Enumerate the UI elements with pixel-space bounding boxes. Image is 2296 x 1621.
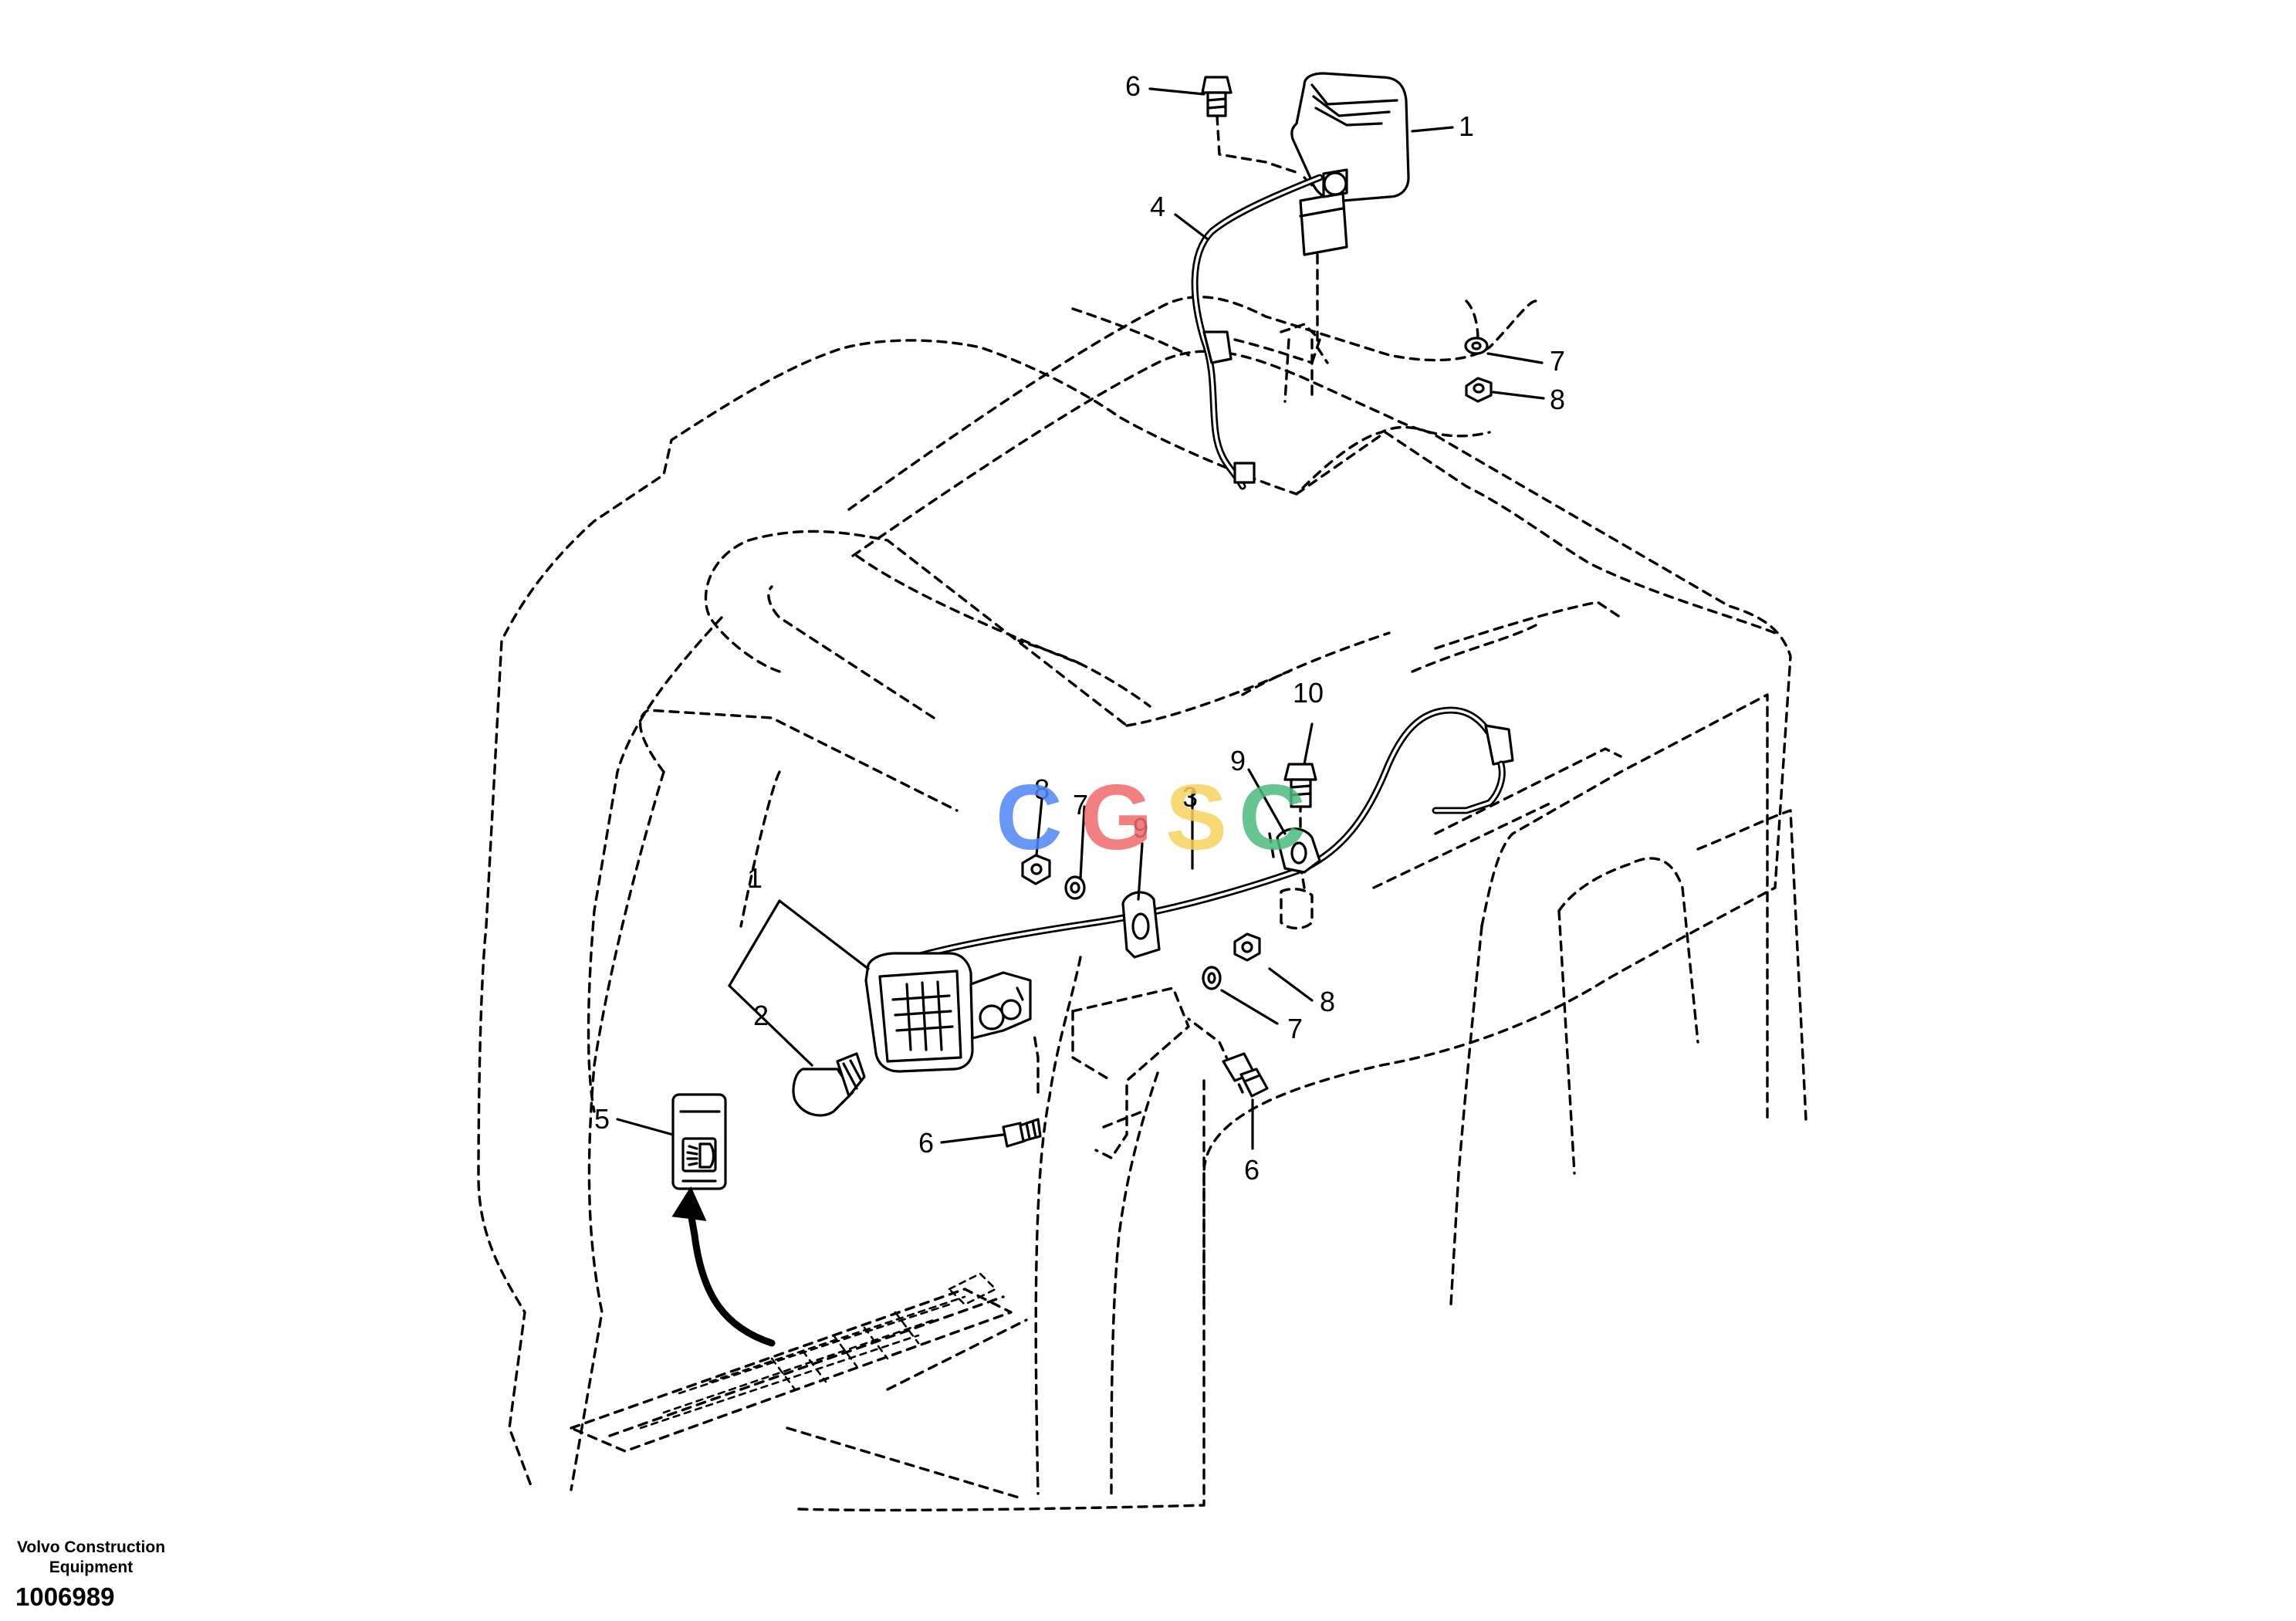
switch-location-arrow [671,1186,776,1347]
watermark-letter-4: C [1239,766,1306,869]
top-washer [1464,337,1489,355]
callout-top-lamp: 1 [1459,110,1474,142]
bolt-lamp [1002,1118,1042,1148]
callout-washer-right: 7 [1287,1013,1303,1044]
top-nut [1465,377,1493,403]
callout-clamp-right: 9 [1230,745,1246,777]
bulb [792,1052,866,1117]
light-switch [671,1093,727,1190]
footer-part-number: 1006989 [15,1582,115,1611]
top-harness [1191,174,1324,490]
footer-company-line2: Equipment [49,1558,134,1576]
callout-top-harness: 4 [1150,191,1165,222]
washer-left [1064,875,1086,900]
callout-top-washer: 7 [1550,345,1565,377]
callout-labels: 6 1 4 7 8 10 9 3 9 7 8 1 2 5 6 8 7 6 [594,70,1565,1186]
callout-top-bolt: 6 [1125,70,1141,102]
callout-lamp-front: 1 [747,862,763,894]
clamp-right [1276,827,1321,874]
footer-company-line1: Volvo Construction [16,1538,166,1556]
footer-company: Volvo Construction Equipment [6,1538,176,1578]
front-work-lamp [864,952,1032,1073]
watermark-logo: C G S C [996,766,1306,869]
callout-nut-right: 8 [1320,986,1335,1017]
nut-left [1021,854,1051,885]
callout-bulb: 2 [753,1000,769,1031]
callout-washer-left: 7 [1073,789,1088,821]
top-bolt [1201,76,1233,117]
top-work-lamp [1290,72,1410,256]
nut-right [1233,932,1261,962]
callout-bolt-lamp: 6 [918,1127,934,1159]
callout-clamp-left: 9 [1133,812,1148,844]
bolt-right [1222,1052,1269,1098]
callout-harness-main: 3 [1182,781,1198,813]
watermark-letter-1: C [996,766,1063,869]
callout-bolt-right: 6 [1244,1154,1260,1186]
callout-nut-left: 8 [1034,773,1050,805]
watermark-letter-2: G [1080,766,1152,869]
watermark-letter-3: S [1165,766,1227,869]
callout-bolt-upper-right: 10 [1293,677,1324,709]
clamp-left [1121,891,1161,959]
cab-outline [477,296,1807,1512]
washer-right [1202,966,1222,990]
callout-top-nut: 8 [1550,384,1565,415]
leader-lines [616,87,1545,1150]
callout-switch: 5 [594,1103,610,1135]
